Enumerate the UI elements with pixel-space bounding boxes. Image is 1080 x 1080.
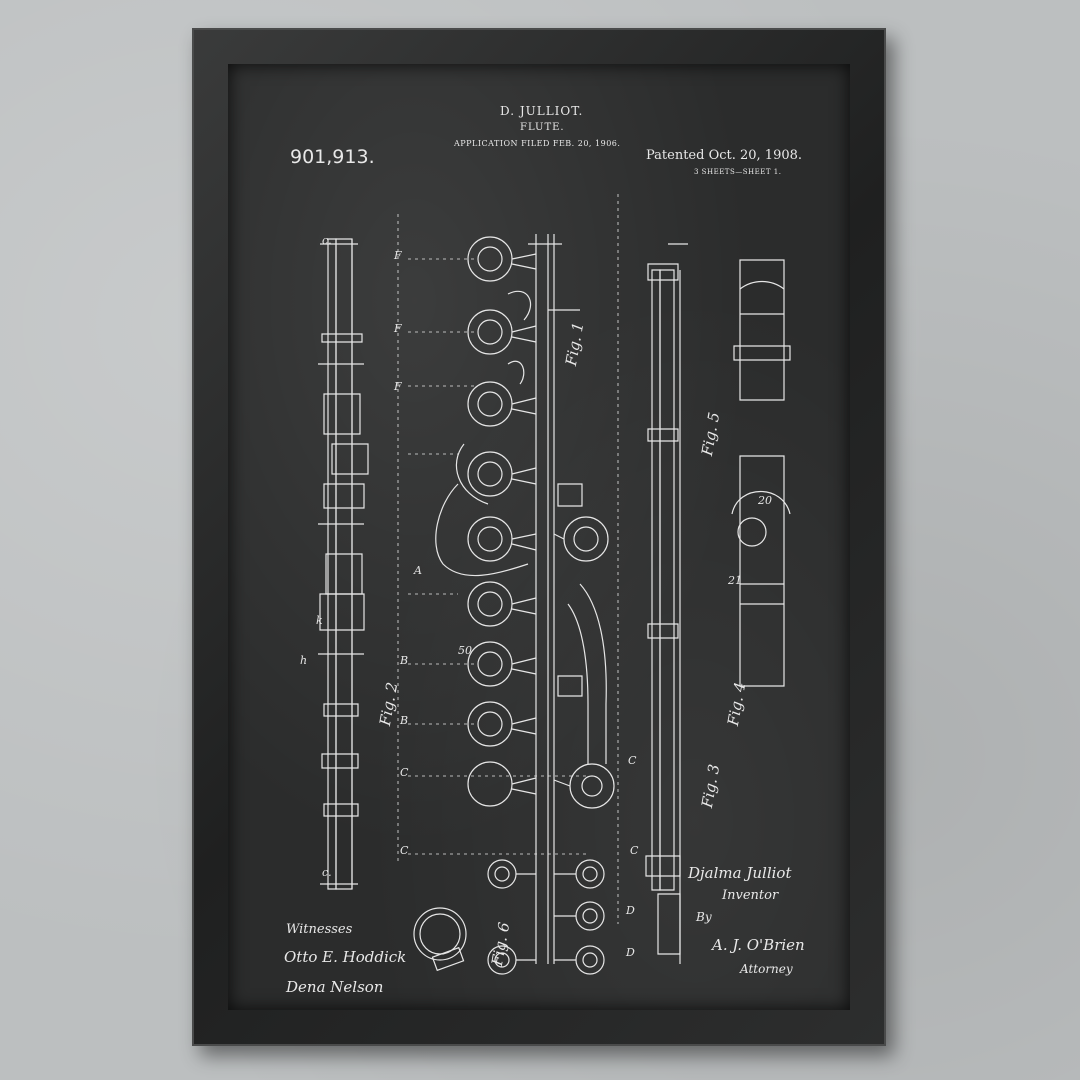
- svg-text:21: 21: [727, 574, 742, 587]
- witness-signature-1: Otto E. Hoddick: [284, 948, 407, 966]
- patent-date: Patented Oct. 20, 1908.: [646, 148, 803, 163]
- svg-text:B: B: [399, 654, 408, 667]
- svg-text:B: B: [399, 714, 408, 727]
- inventor-label: Inventor: [722, 888, 779, 903]
- fig1-key-mechanism: [436, 234, 614, 974]
- inventor-signature: Djalma Julliot: [688, 864, 792, 882]
- patent-title: FLUTE.: [520, 122, 565, 133]
- svg-text:C: C: [400, 766, 409, 779]
- svg-text:20: 20: [757, 494, 772, 507]
- fig6-ring-detail: [414, 908, 466, 970]
- fig2-side-view: [318, 239, 368, 889]
- svg-text:F: F: [393, 380, 402, 393]
- patent-sheets: 3 SHEETS—SHEET 1.: [694, 168, 782, 176]
- svg-text:c.: c.: [322, 234, 332, 247]
- picture-frame: D. JULLIOT. FLUTE. APPLICATION FILED FEB…: [192, 28, 886, 1046]
- svg-text:A: A: [413, 564, 422, 577]
- patent-number: 901,913.: [290, 146, 375, 168]
- patent-application-date: APPLICATION FILED FEB. 20, 1906.: [454, 139, 621, 148]
- flute-patent-drawing: c. c. F F F A B B C C C C D D h k 50 20 …: [300, 64, 850, 1010]
- svg-text:C: C: [630, 844, 639, 857]
- fig5-tube-section: [734, 260, 790, 400]
- chalkboard-patent-print: D. JULLIOT. FLUTE. APPLICATION FILED FEB…: [228, 64, 850, 1010]
- fig4-tube-hole: [732, 456, 790, 686]
- svg-text:k: k: [316, 614, 323, 627]
- svg-text:C: C: [400, 844, 409, 857]
- svg-text:D: D: [625, 946, 635, 959]
- svg-text:C: C: [628, 754, 637, 767]
- svg-text:F: F: [393, 322, 402, 335]
- by-label: By: [696, 910, 712, 924]
- attorney-signature: A. J. O'Brien: [712, 936, 805, 954]
- witnesses-label: Witnesses: [286, 922, 353, 937]
- attorney-label: Attorney: [740, 962, 793, 976]
- fig3-tube-view: [646, 244, 688, 964]
- svg-text:D: D: [625, 904, 635, 917]
- svg-text:h: h: [300, 654, 307, 667]
- witness-signature-2: Dena Nelson: [286, 978, 384, 996]
- svg-text:c.: c.: [322, 866, 332, 879]
- svg-text:50: 50: [458, 644, 472, 657]
- svg-text:F: F: [393, 249, 402, 262]
- patent-inventor-header: D. JULLIOT.: [500, 104, 584, 118]
